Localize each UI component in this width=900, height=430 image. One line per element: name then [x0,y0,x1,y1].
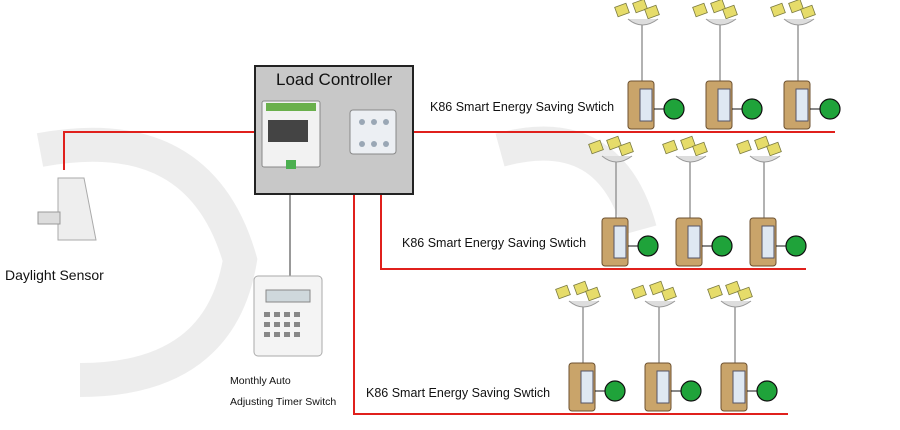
status-light-icon [604,380,626,402]
status-light-icon [663,98,685,120]
load-controller-box [254,65,414,195]
switch-panel [613,225,627,259]
lamp-head-icon [588,135,634,163]
sensor-feed-line [63,131,262,170]
daylight-sensor-icon [37,177,97,241]
lamp-head-icon [555,280,601,308]
timer-label-line1: Monthly Auto [230,375,291,387]
contactor [349,109,397,155]
switch-panel [795,88,809,122]
lamp-head-icon [736,135,782,163]
switch-panel [717,88,731,122]
switch-panel [761,225,775,259]
lamp-head-icon [770,0,816,26]
status-light-icon [785,235,807,257]
row3-label: K86 Smart Energy Saving Swtich [366,386,551,400]
light-unit [692,0,763,130]
lamp-head-icon [614,0,660,26]
switch-panel [639,88,653,122]
switch-panel [732,370,746,404]
status-light-icon [637,235,659,257]
status-light-icon [711,235,733,257]
light-unit [662,135,733,267]
light-unit [770,0,841,130]
status-light-icon [756,380,778,402]
status-light-icon [819,98,841,120]
light-units [555,0,841,412]
lamp-head-icon [631,280,677,308]
lamp-head-icon [662,135,708,163]
watermark [36,126,657,397]
light-unit [631,280,702,412]
switch-panel [580,370,594,404]
load-controller-title: Load Controller [276,70,393,89]
daylight-sensor-label: Daylight Sensor [5,267,104,283]
row1-label: K86 Smart Energy Saving Swtich [430,100,615,114]
timer-switch-icon [253,275,323,357]
lamp-head-icon [707,280,753,308]
status-light-icon [680,380,702,402]
controller-module [261,100,321,169]
light-unit [736,135,807,267]
status-light-icon [741,98,763,120]
switch-panel [656,370,670,404]
switch-panel [687,225,701,259]
light-unit [588,135,659,267]
row2-label: K86 Smart Energy Saving Swtich [402,236,587,250]
light-unit [707,280,778,412]
light-unit [555,280,626,412]
timer-label-line2: Adjusting Timer Switch [230,396,337,408]
light-unit [614,0,685,130]
row3-power-line [353,147,788,415]
lamp-head-icon [692,0,738,26]
